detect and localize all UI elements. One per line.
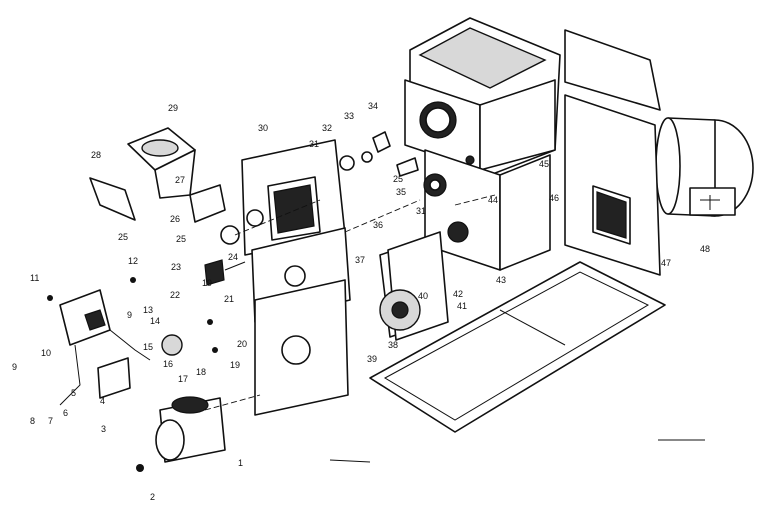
front-panel [241, 139, 346, 264]
callout-c11: 11 [30, 273, 39, 283]
callout-c4: 4 [100, 396, 105, 406]
callout-c8: 8 [30, 416, 35, 426]
callout-c17: 17 [178, 374, 188, 384]
callout-c19b: 19 [230, 360, 240, 370]
callout-c36: 36 [373, 220, 383, 230]
callout-c21: 21 [224, 294, 234, 304]
callout-c30: 30 [258, 123, 268, 133]
callout-c15: 15 [143, 342, 153, 352]
callout-c26: 26 [170, 214, 180, 224]
callout-c34: 34 [368, 101, 378, 111]
callout-layer: 1234567899101112131415161718191920212223… [12, 101, 710, 502]
small-parts [47, 225, 246, 472]
callout-c43: 43 [496, 275, 506, 285]
callout-c20: 20 [237, 339, 247, 349]
callout-c12: 12 [128, 256, 138, 266]
callout-c23: 23 [171, 262, 181, 272]
burner-access-door [254, 279, 349, 416]
callout-c2: 2 [150, 492, 155, 502]
callout-c9b: 9 [127, 310, 132, 320]
callout-c24: 24 [228, 252, 238, 262]
base-pan [369, 261, 666, 433]
callout-c27: 27 [175, 175, 185, 185]
callout-c25a: 25 [118, 232, 128, 242]
exploded-guide-lines [204, 194, 496, 411]
fittings [339, 131, 469, 243]
callout-c13: 13 [143, 305, 153, 315]
air-intake-scoop [89, 127, 226, 223]
callout-c46: 46 [549, 193, 559, 203]
callout-c42: 42 [453, 289, 463, 299]
callout-c18: 18 [196, 367, 206, 377]
burner-motor [155, 396, 226, 463]
blower-housing [655, 117, 754, 217]
callout-c38: 38 [388, 340, 398, 350]
callout-c25b: 25 [176, 234, 186, 244]
rear-access-panel [564, 29, 661, 276]
callout-c41: 41 [457, 301, 467, 311]
callout-c16: 16 [163, 359, 173, 369]
callout-c33: 33 [344, 111, 354, 121]
control-box [59, 289, 151, 406]
callout-c10: 10 [41, 348, 51, 358]
callout-c14: 14 [150, 316, 160, 326]
callout-c44: 44 [488, 195, 498, 205]
callout-c45: 45 [539, 159, 549, 169]
callout-c6: 6 [63, 408, 68, 418]
callout-c37: 37 [355, 255, 365, 265]
callout-c3: 3 [101, 424, 106, 434]
callout-c47: 47 [661, 258, 671, 268]
callout-c5: 5 [71, 388, 76, 398]
callout-c19a: 19 [202, 278, 212, 288]
callout-c25c: 25 [393, 174, 403, 184]
stray-line [329, 459, 371, 463]
callout-c40: 40 [418, 291, 428, 301]
callout-c28: 28 [91, 150, 101, 160]
callout-c1: 1 [238, 458, 243, 468]
callout-c35: 35 [396, 187, 406, 197]
heat-exchanger-cabinet [404, 17, 561, 271]
callout-c29: 29 [168, 103, 178, 113]
callout-c48: 48 [700, 244, 710, 254]
callout-c31b: 31 [416, 206, 426, 216]
callout-c32: 32 [322, 123, 332, 133]
callout-c9a: 9 [12, 362, 17, 372]
callout-c7: 7 [48, 416, 53, 426]
flame-tube-assembly [379, 231, 449, 341]
callout-c39: 39 [367, 354, 377, 364]
callout-c31a: 31 [309, 139, 319, 149]
callout-c22: 22 [170, 290, 180, 300]
